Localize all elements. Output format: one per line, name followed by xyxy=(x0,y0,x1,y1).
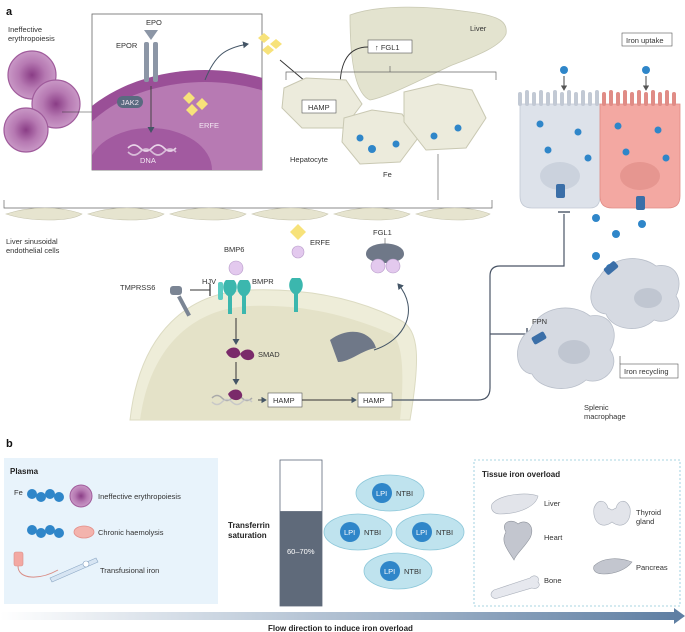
iron-chain-1 xyxy=(27,489,64,502)
bmp6-label: BMP6 xyxy=(224,245,244,254)
saturation-label: saturation xyxy=(228,531,267,540)
heart-icon xyxy=(503,520,533,561)
fgl1-up-label: ↑ FGL1 xyxy=(375,43,400,52)
fgl1-producer xyxy=(330,331,376,362)
iron-chain-2 xyxy=(27,525,64,538)
liver-label: Liver xyxy=(470,24,487,33)
jak2-label: JAK2 xyxy=(121,98,139,107)
liver-shape xyxy=(349,6,507,101)
thyroid-icon xyxy=(593,500,631,526)
organ-thyroid-label-2: gland xyxy=(636,517,654,526)
saturation-range-label: 60–70% xyxy=(287,547,315,556)
transferrin-label: Transferrin xyxy=(228,521,270,530)
plasma-title: Plasma xyxy=(10,467,39,476)
panel-a-label: a xyxy=(6,6,13,18)
erfe-bmp-ligand xyxy=(291,245,305,259)
macrophages xyxy=(517,258,680,389)
lpi-label-2: LPI xyxy=(344,528,355,537)
erfe-molecule-2 xyxy=(290,224,306,240)
liver-icon xyxy=(491,493,539,515)
ineffective-erythropoiesis-label-2: erythropoiesis xyxy=(8,34,55,43)
splenic-macrophage-label-1: Splenic xyxy=(584,403,609,412)
organ-pancreas-label: Pancreas xyxy=(636,563,668,572)
ntbi-label-2: NTBI xyxy=(364,528,381,537)
fgl1-complex xyxy=(366,238,404,274)
organ-thyroid-label-1: Thyroid xyxy=(636,508,661,517)
hamp-gene-label: HAMP xyxy=(273,396,295,405)
smad-label: SMAD xyxy=(258,350,280,359)
iron-recycling-box xyxy=(619,363,679,379)
hamp-top-label: HAMP xyxy=(308,103,330,112)
fgl1-up-box xyxy=(367,39,413,54)
bmp-receptor-2 xyxy=(289,278,303,312)
organ-heart-label: Heart xyxy=(544,533,563,542)
ntbi-label-1: NTBI xyxy=(396,489,413,498)
fe-label: Fe xyxy=(383,170,392,179)
epor-label: EPOR xyxy=(116,41,138,50)
hamp-inhibition-line xyxy=(392,214,565,401)
splenic-macrophage-label-2: macrophage xyxy=(584,412,626,421)
iron-recycling-label: Iron recycling xyxy=(624,367,669,376)
hepatocyte-inner xyxy=(140,305,403,420)
flow-direction-arrowhead xyxy=(674,608,685,624)
fgl1-label: FGL1 xyxy=(373,228,392,237)
erythroblast-cluster xyxy=(3,50,92,153)
lpi-label-4: LPI xyxy=(384,567,395,576)
dna-label: DNA xyxy=(140,156,156,165)
sinusoidal-label-2: endothelial cells xyxy=(6,246,60,255)
ntbi-label-4: NTBI xyxy=(404,567,421,576)
pancreas-icon xyxy=(593,558,633,575)
hamp-box-top xyxy=(301,99,337,114)
bmp-receptor-complex xyxy=(218,280,251,314)
smad-proteins xyxy=(226,347,255,361)
erfe-label: ERFE xyxy=(199,121,219,130)
panel-b-label: b xyxy=(6,438,13,450)
hepatocyte-label: Hepatocyte xyxy=(290,155,328,164)
bmpr-label: BMPR xyxy=(252,277,274,286)
plasma-ineffective-label: Ineffective erythropoiesis xyxy=(98,492,181,501)
lpi-label-1: LPI xyxy=(376,489,387,498)
sinusoidal-label-1: Liver sinusoidal xyxy=(6,237,58,246)
bone-icon xyxy=(490,575,540,599)
organ-bone-label: Bone xyxy=(544,576,562,585)
tmprss6-protease xyxy=(170,284,211,317)
chronic-haemolysis-label: Chronic haemolysis xyxy=(98,528,164,537)
ntbi-label-3: NTBI xyxy=(436,528,453,537)
ineffective-erythropoiesis-label-1: Ineffective xyxy=(8,25,42,34)
transfusional-iron-label: Transfusional iron xyxy=(100,566,159,575)
iron-uptake-box xyxy=(621,32,673,47)
red-cell-icon xyxy=(73,525,95,539)
fpn-label: FPN xyxy=(532,317,547,326)
flow-direction-label: Flow direction to induce iron overload xyxy=(268,624,413,632)
enterocytes xyxy=(518,90,681,210)
transfusion-icon xyxy=(13,551,99,583)
erfe2-label: ERFE xyxy=(310,238,330,247)
tissue-title: Tissue iron overload xyxy=(482,470,560,479)
erythroblast-zoom-box xyxy=(91,13,263,171)
flow-direction-bar xyxy=(0,612,676,620)
hamp-protein-label: HAMP xyxy=(363,396,385,405)
bmp6-ligand xyxy=(228,260,244,276)
tmprss6-label: TMPRSS6 xyxy=(120,283,155,292)
epo-label: EPO xyxy=(146,18,162,27)
tissue-overload-panel xyxy=(473,459,681,607)
hjv-label: HJV xyxy=(202,277,216,286)
lpi-ntbi-group xyxy=(323,474,465,590)
organ-liver-label: Liver xyxy=(544,499,561,508)
sinusoidal-endothelium xyxy=(3,154,493,221)
saturation-bar-fill xyxy=(280,511,322,606)
erythroblast-small xyxy=(69,484,93,508)
plasma-fe-label: Fe xyxy=(14,488,23,497)
lpi-label-3: LPI xyxy=(416,528,427,537)
iron-uptake-label: Iron uptake xyxy=(626,36,664,45)
